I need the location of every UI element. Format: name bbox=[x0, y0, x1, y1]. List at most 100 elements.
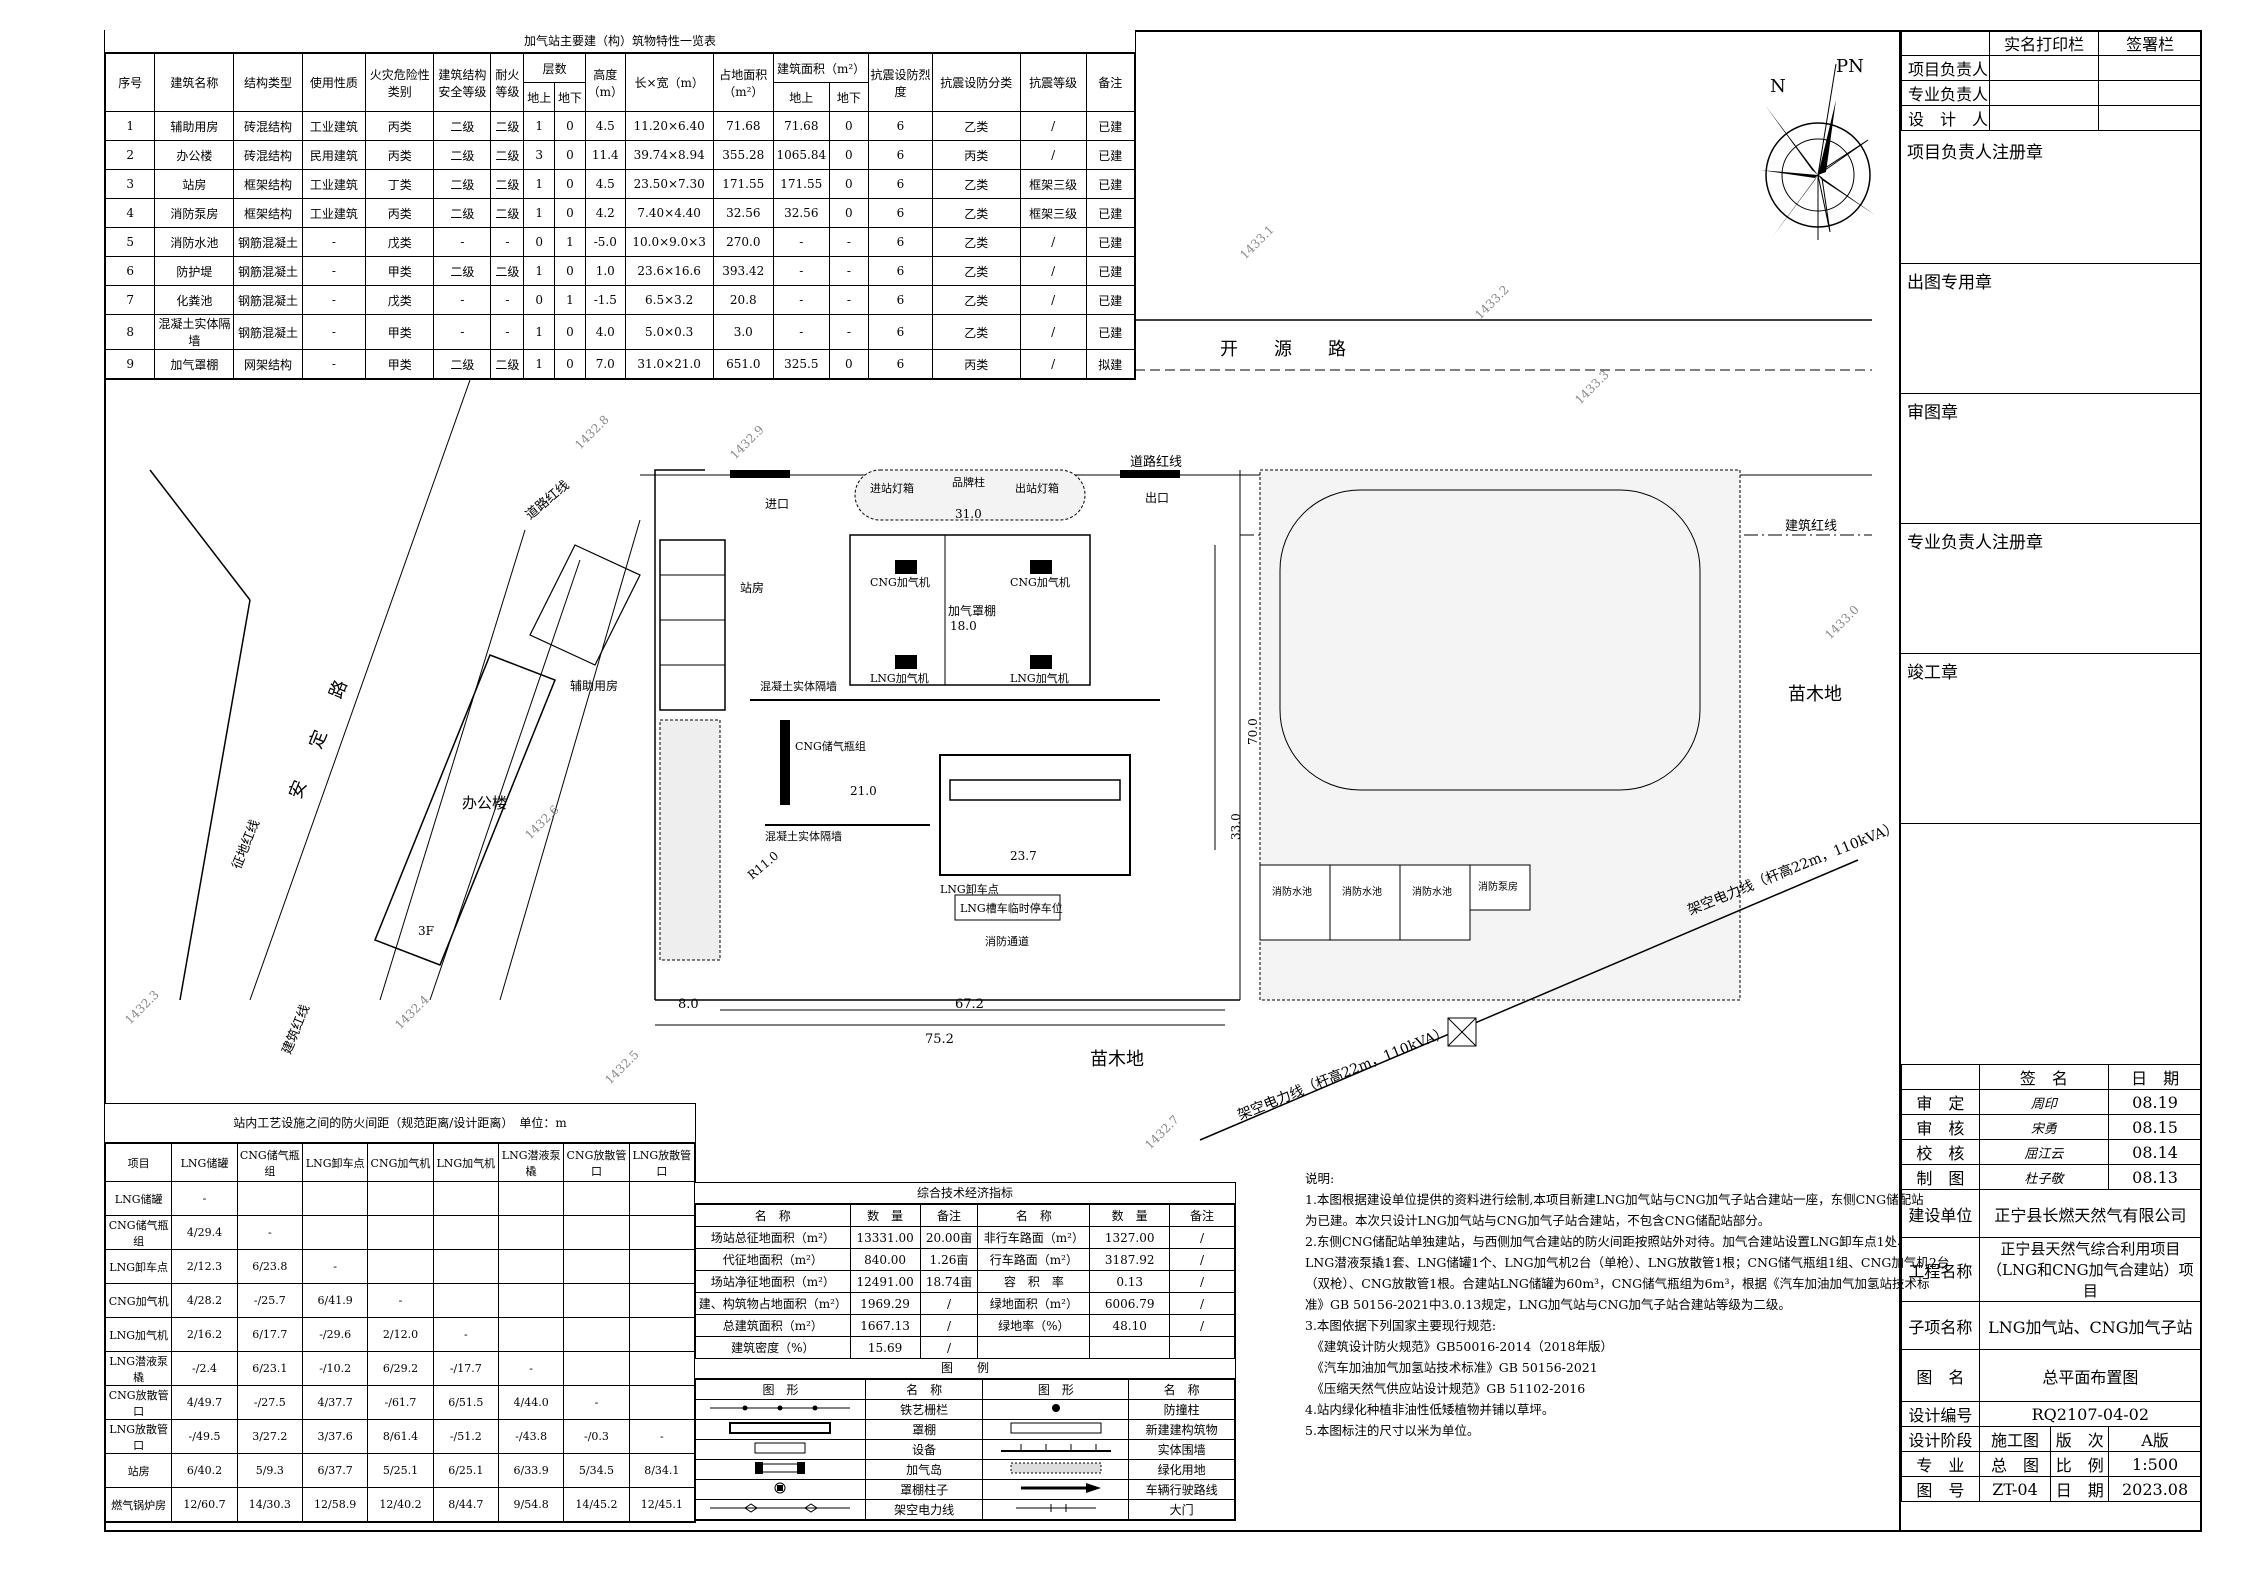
tb-phase-label: 设计阶段 bbox=[1901, 1426, 1980, 1452]
table-cell: 建筑密度（%） bbox=[695, 1336, 851, 1359]
aux-building-label: 辅助用房 bbox=[570, 678, 618, 693]
table-cell: 乙类 bbox=[931, 111, 1021, 141]
canopy-label: 加气罩棚 bbox=[948, 603, 996, 618]
table-cell: 6 bbox=[868, 111, 933, 141]
table-cell: - bbox=[171, 1181, 238, 1216]
table-cell: -/29.6 bbox=[301, 1317, 369, 1352]
table-cell: / bbox=[1019, 314, 1087, 350]
table-cell bbox=[563, 1283, 630, 1318]
road-west-label: 安 定 路 bbox=[285, 677, 352, 802]
table-cell: 丙类 bbox=[931, 349, 1021, 379]
table-cell: 4/49.7 bbox=[171, 1385, 238, 1420]
table-cell: 4.0 bbox=[584, 314, 626, 350]
table-cell: 1 bbox=[523, 111, 556, 141]
table-cell: LNG卸车点 bbox=[104, 1249, 173, 1284]
bt-h-floors: 层数 bbox=[523, 53, 586, 83]
table-cell: CNG储气瓶组 bbox=[104, 1215, 173, 1250]
table-cell: 总建筑面积（m²） bbox=[695, 1314, 851, 1337]
table-cell: 355.28 bbox=[712, 140, 774, 170]
canopy-icon bbox=[695, 1419, 866, 1440]
table-cell: - bbox=[301, 285, 367, 315]
table-cell bbox=[628, 1215, 696, 1250]
table-cell: 12/60.7 bbox=[171, 1487, 238, 1522]
table-cell: 0 bbox=[554, 314, 586, 350]
table-header-cell: LNG卸车点 bbox=[301, 1143, 369, 1182]
table-cell: -/2.4 bbox=[171, 1351, 238, 1386]
bt-h-fire: 火灾危险性类别 bbox=[365, 53, 435, 112]
table-cell: 6/17.7 bbox=[236, 1317, 303, 1352]
table-cell: 13331.00 bbox=[849, 1226, 921, 1249]
legend-name: 设备 bbox=[864, 1439, 984, 1460]
table-cell: -/49.5 bbox=[171, 1419, 238, 1454]
note-line: 《汽车加油加气加氢站技术标准》GB 50156-2021 bbox=[1305, 1360, 1598, 1375]
table-cell bbox=[367, 1181, 434, 1216]
legend-name: 架空电力线 bbox=[864, 1499, 984, 1520]
table-cell: 已建 bbox=[1085, 227, 1136, 257]
table-cell: 1969.29 bbox=[849, 1292, 921, 1315]
lamp-out-label: 出站灯箱 bbox=[1015, 481, 1059, 495]
table-cell: 框架结构 bbox=[233, 169, 303, 199]
stamp-project-lead: 项目负责人注册章 bbox=[1901, 134, 2202, 264]
table-cell: / bbox=[1169, 1248, 1235, 1271]
stamp-output: 出图专用章 bbox=[1901, 264, 2202, 394]
note-line: 2.东侧CNG储配站单独建站，与西侧加气合建站的防火间距按照站外对待。加气合建站… bbox=[1305, 1234, 1910, 1249]
table-cell: 8/34.1 bbox=[628, 1453, 696, 1488]
table-cell: 1 bbox=[104, 111, 156, 141]
fire-pool-label-3: 消防水池 bbox=[1412, 885, 1452, 898]
nursery-east-label: 苗木地 bbox=[1788, 684, 1842, 705]
dim-radius: R11.0 bbox=[745, 849, 781, 883]
table-cell bbox=[432, 1215, 499, 1250]
table-cell bbox=[301, 1215, 369, 1250]
table-cell: 0 bbox=[554, 111, 586, 141]
table-cell bbox=[628, 1181, 696, 1216]
table-cell: 1.26亩 bbox=[919, 1248, 979, 1271]
table-cell: 171.55 bbox=[772, 169, 830, 199]
table-cell: 已建 bbox=[1085, 285, 1136, 315]
table-cell: 4/37.7 bbox=[301, 1385, 369, 1420]
tb-date: 2023.08 bbox=[2108, 1476, 2202, 1502]
table-cell: 32.56 bbox=[772, 198, 830, 228]
tb-owner-label: 建设单位 bbox=[1901, 1189, 1980, 1238]
table-cell: / bbox=[1169, 1226, 1235, 1249]
table-cell: -/10.2 bbox=[301, 1351, 369, 1386]
table-cell: - bbox=[563, 1385, 630, 1420]
table-header-cell: LNG潜液泵橇 bbox=[497, 1143, 565, 1182]
elev-1: 1433.1 bbox=[1237, 223, 1277, 263]
table-cell: 3/37.6 bbox=[301, 1419, 369, 1454]
dim-tank-len: 23.7 bbox=[1010, 849, 1037, 863]
table-cell: 6 bbox=[868, 198, 933, 228]
table-cell: 6/33.9 bbox=[497, 1453, 565, 1488]
sign-label: 品牌柱 bbox=[952, 475, 985, 489]
table-cell bbox=[432, 1181, 499, 1216]
table-cell: 网架结构 bbox=[233, 349, 303, 379]
land-line-label-west: 征地红线 bbox=[229, 817, 263, 871]
approval-signature: 屈江云 bbox=[1978, 1139, 2110, 1165]
bt-h-name: 建筑名称 bbox=[154, 53, 235, 112]
lng-dispenser-label-1: LNG加气机 bbox=[870, 671, 929, 685]
table-cell: 20.8 bbox=[712, 285, 774, 315]
pump-room-label: 消防泵房 bbox=[1478, 880, 1518, 893]
bt-h-seismic: 抗震设防烈度 bbox=[868, 53, 933, 112]
table-cell: 5 bbox=[104, 227, 156, 257]
table-cell: 23.50×7.30 bbox=[624, 169, 714, 199]
table-cell: 已建 bbox=[1085, 111, 1136, 141]
table-cell bbox=[367, 1215, 434, 1250]
legend-h-shape1: 图 形 bbox=[695, 1379, 866, 1400]
table-cell: 钢筋混凝土 bbox=[233, 285, 303, 315]
wall-label-1: 混凝土实体隔墙 bbox=[760, 679, 837, 693]
tb-signature: 签署栏 bbox=[2098, 30, 2202, 56]
notes: 说明: 1.本图根据建设单位提供的资料进行绘制,本项目新建LNG加气站与CNG加… bbox=[1305, 1168, 1949, 1441]
table-cell: - bbox=[828, 256, 870, 286]
table-cell: 消防水池 bbox=[154, 227, 235, 257]
lng-park-label: LNG槽车临时停车位 bbox=[960, 901, 1063, 915]
tb-real-name: 实名打印栏 bbox=[1988, 30, 2100, 56]
table-cell: 0 bbox=[554, 169, 586, 199]
table-cell: 0 bbox=[828, 140, 870, 170]
table-cell: 171.55 bbox=[712, 169, 774, 199]
approval-signature: 杜子敬 bbox=[1978, 1164, 2110, 1190]
table-header-cell: LNG放散管口 bbox=[628, 1143, 696, 1182]
table-cell: - bbox=[828, 314, 870, 350]
table-cell: - bbox=[432, 1317, 499, 1352]
table-header-cell: 名 称 bbox=[977, 1204, 1091, 1227]
